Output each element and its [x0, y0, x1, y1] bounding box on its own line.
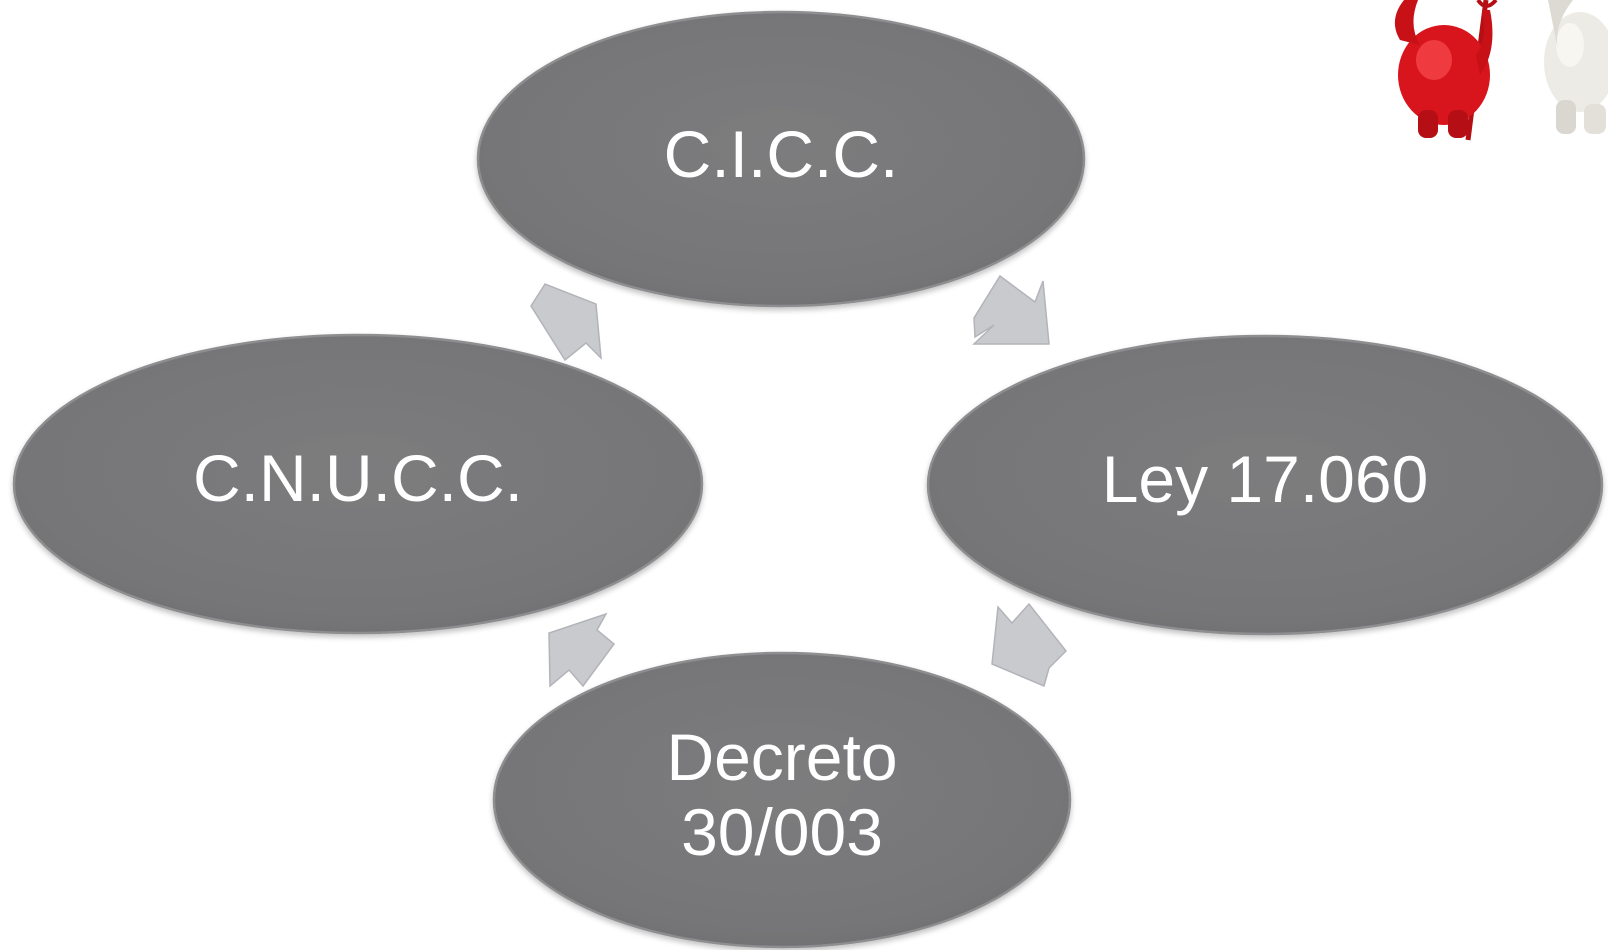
node-ley: Ley 17.060: [926, 334, 1604, 636]
node-cicc: C.I.C.C.: [476, 10, 1086, 308]
node-cnucc-label: C.N.U.C.C.: [193, 441, 523, 515]
clip-art-figures: [1394, 0, 1608, 141]
node-cnucc: C.N.U.C.C.: [12, 333, 704, 635]
node-cicc-label: C.I.C.C.: [664, 117, 899, 191]
arrow-ley-to-decreto-icon: [991, 602, 1068, 688]
devil-figure-icon: [1394, 0, 1498, 141]
arrow-decreto-to-cnucc-icon: [548, 612, 616, 688]
angel-figure-icon: [1544, 0, 1608, 134]
arrow-cnucc-to-cicc-icon: [530, 283, 602, 362]
node-ley-label: Ley 17.060: [1102, 442, 1429, 516]
arrow-cicc-to-ley-icon: [972, 274, 1050, 345]
node-decreto-label-line1: Decreto: [666, 720, 897, 794]
node-decreto: Decreto 30/003: [492, 651, 1072, 949]
node-decreto-label-line2: 30/003: [681, 795, 883, 869]
